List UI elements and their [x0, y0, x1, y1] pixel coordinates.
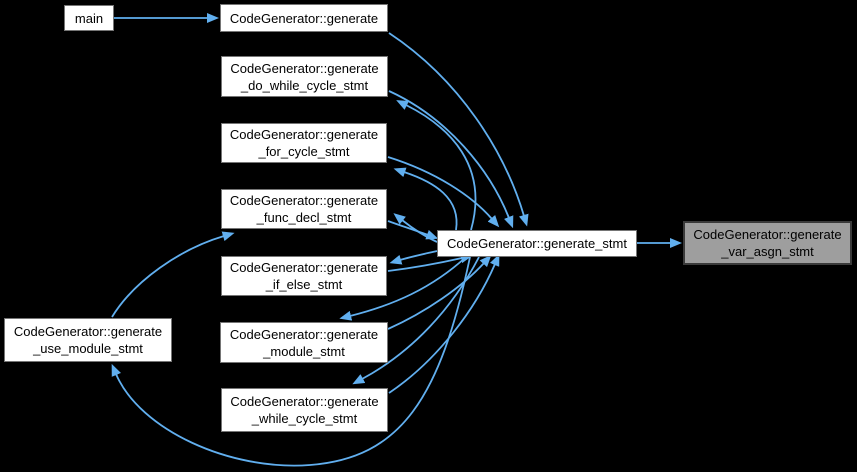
node-generate-if-else-stmt[interactable]: CodeGenerator::generate _if_else_stmt — [221, 256, 387, 296]
node-label: CodeGenerator::generate_stmt — [447, 236, 627, 251]
node-generate-for-cycle-stmt[interactable]: CodeGenerator::generate _for_cycle_stmt — [221, 123, 387, 163]
edge-do-while-to-generate-stmt — [388, 90, 514, 229]
edge-generate-stmt-to-use-module — [111, 256, 471, 467]
edge-generate-stmt-to-do-while — [396, 100, 477, 231]
node-label-line1: CodeGenerator::generate — [230, 394, 379, 409]
node-label-line1: CodeGenerator::generate — [230, 60, 379, 76]
node-label-line1: CodeGenerator::generate — [229, 326, 379, 342]
node-generate-module-stmt[interactable]: CodeGenerator::generate _module_stmt — [220, 322, 388, 363]
edge-generate-stmt-to-for-cycle — [393, 167, 458, 231]
edge-use-module-to-func-decl — [111, 231, 235, 318]
node-generate-use-module-stmt[interactable]: CodeGenerator::generate _use_module_stmt — [4, 318, 172, 362]
node-main[interactable]: main — [64, 5, 114, 31]
node-label-line1: CodeGenerator::generate — [229, 260, 379, 275]
edge-module-to-generate-stmt — [387, 254, 492, 330]
edge-generate-stmt-to-module — [339, 256, 467, 321]
node-label-line2: _var_asgn_stmt — [721, 244, 814, 259]
node-generate-func-decl-stmt[interactable]: CodeGenerator::generate _func_decl_stmt — [221, 189, 387, 229]
node-label-line1: CodeGenerator::generate — [13, 324, 163, 339]
edge-generate-stmt-to-while-cycle — [352, 256, 480, 385]
edge-if-else-to-generate-stmt — [387, 253, 473, 272]
edge-while-cycle-to-generate-stmt — [388, 253, 500, 394]
node-label: CodeGenerator::generate — [229, 10, 379, 26]
node-label: main — [74, 10, 104, 26]
node-label-line2: _do_while_cycle_stmt — [240, 77, 369, 93]
edge-generate-stmt-to-func-decl — [393, 213, 438, 243]
node-label-line2: _module_stmt — [263, 343, 345, 359]
edge-func-decl-to-generate-stmt — [387, 220, 439, 240]
edge-for-cycle-to-generate-stmt — [387, 156, 500, 228]
node-generate-do-while-cycle-stmt[interactable]: CodeGenerator::generate _do_while_cycle_… — [221, 56, 388, 97]
node-label-line2: _while_cycle_stmt — [251, 411, 358, 426]
node-generate-stmt[interactable]: CodeGenerator::generate_stmt — [437, 230, 637, 257]
node-label-line2: _func_decl_stmt — [256, 210, 352, 225]
node-label-line2: _if_else_stmt — [265, 277, 343, 292]
node-label-line2: _use_module_stmt — [33, 341, 143, 356]
node-label-line1: CodeGenerator::generate — [693, 227, 842, 242]
node-generate-var-asgn-stmt-current: CodeGenerator::generate _var_asgn_stmt — [683, 221, 852, 265]
node-generate[interactable]: CodeGenerator::generate — [220, 4, 388, 32]
node-label-line2: _for_cycle_stmt — [258, 144, 350, 159]
edge-generate-to-generate-stmt — [388, 32, 529, 227]
node-label-line1: CodeGenerator::generate — [229, 127, 379, 142]
edge-generate-stmt-to-if-else — [389, 250, 438, 265]
node-generate-while-cycle-stmt[interactable]: CodeGenerator::generate _while_cycle_stm… — [221, 388, 388, 432]
node-label-line1: CodeGenerator::generate — [229, 193, 379, 208]
